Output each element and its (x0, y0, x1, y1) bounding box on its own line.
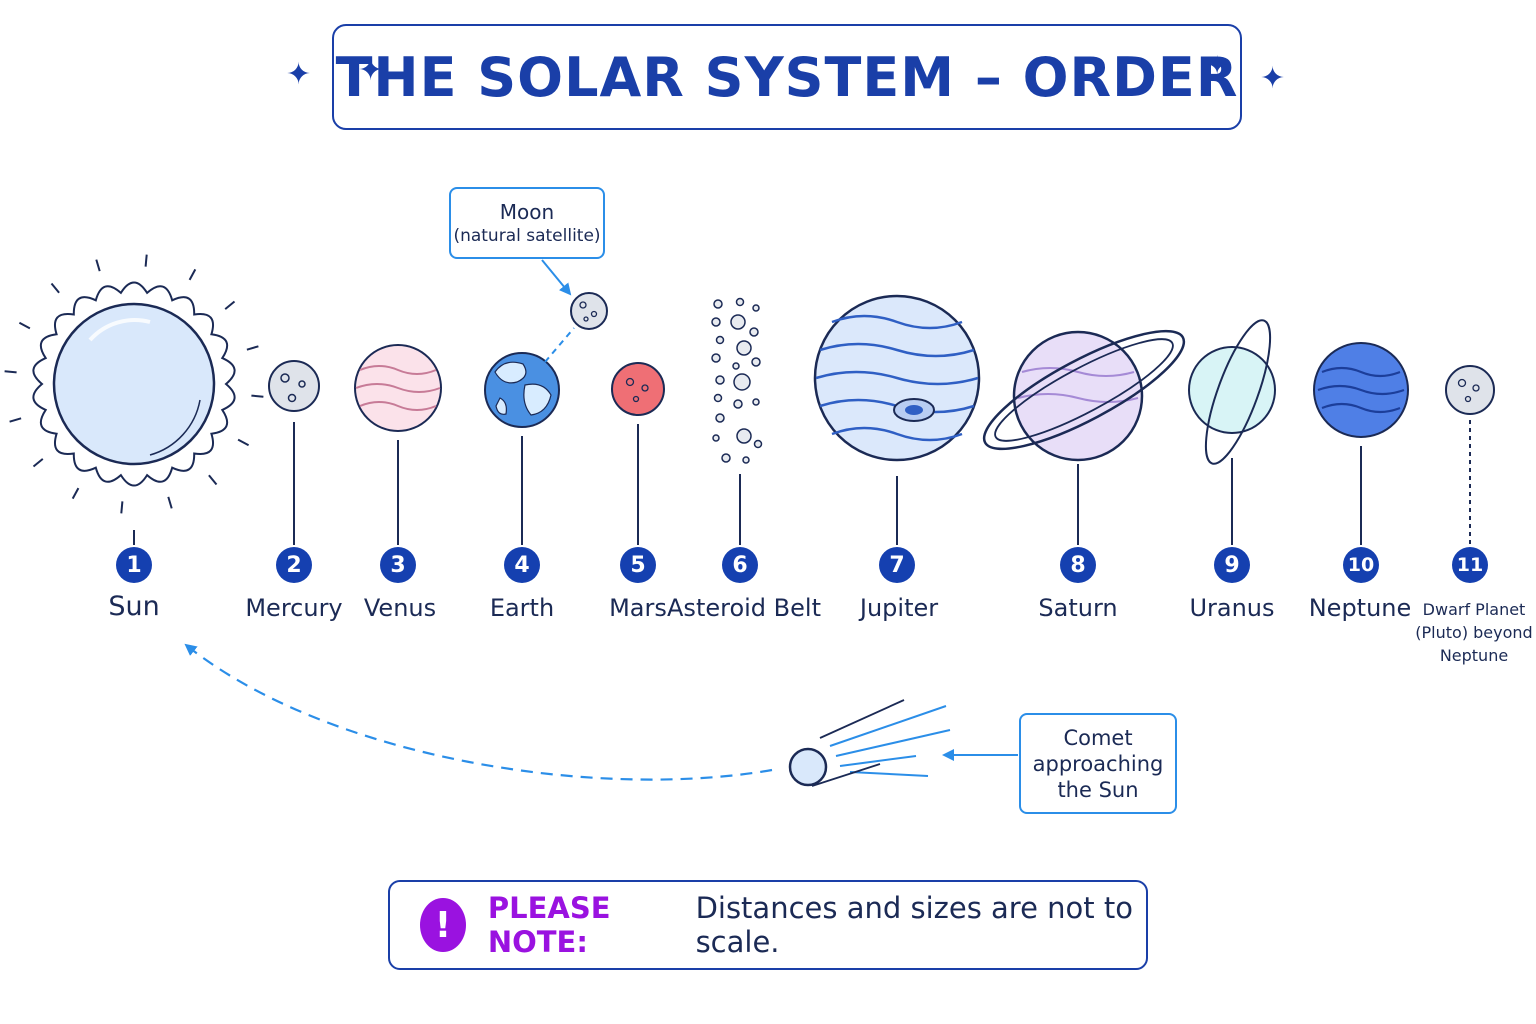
sun-icon (52, 302, 216, 466)
sun-ray (95, 259, 101, 272)
asteroid (733, 373, 751, 391)
label-jupiter: Jupiter (859, 594, 939, 622)
asteroid-belt-icon (711, 297, 763, 464)
mercury-icon (268, 360, 320, 412)
sun-rays (4, 254, 264, 514)
label-saturn: Saturn (1038, 594, 1118, 622)
sun-ray (246, 345, 259, 351)
moon-callout-title: Moon (499, 200, 555, 224)
asteroid (712, 434, 720, 442)
sun-ray (18, 321, 31, 330)
asteroid (733, 399, 743, 409)
asteroid (715, 375, 725, 385)
moon-callout-arrow (541, 259, 572, 296)
title-box: ✦ THE SOLAR SYSTEM – ORDER ✦ (332, 24, 1242, 130)
label-mercury: Mercury (245, 594, 343, 622)
number-badge-neptune: 10 (1343, 547, 1379, 583)
sun-ray (71, 487, 80, 500)
number-badge-mars: 5 (620, 547, 656, 583)
sun-ray (237, 438, 250, 447)
sun-ray (120, 501, 124, 514)
sun-ray (50, 282, 60, 294)
sun-ray-outline (32, 281, 236, 487)
number-badge-pluto: 11 (1452, 547, 1488, 583)
asteroid (715, 413, 725, 423)
comet-callout: Comet approaching the Sun (1019, 713, 1177, 814)
number-badge-uranus: 9 (1214, 547, 1250, 583)
comet-path-arrow (184, 643, 773, 781)
asteroid (711, 317, 721, 327)
number-badge-asteroid-belt: 6 (722, 547, 758, 583)
sun-ray (208, 474, 218, 486)
number-badge-mercury: 2 (276, 547, 312, 583)
label-sun: Sun (108, 591, 160, 622)
saturn-icon (982, 329, 1186, 462)
asteroid (752, 398, 760, 406)
asteroid (749, 327, 759, 337)
note-box: ! PLEASE NOTE: Distances and sizes are n… (388, 880, 1148, 970)
asteroid (730, 314, 746, 330)
note-text: Distances and sizes are not to scale. (695, 891, 1133, 959)
asteroid (711, 353, 721, 363)
asteroid (721, 453, 731, 463)
asteroid (715, 335, 725, 345)
number-badge-earth: 4 (504, 547, 540, 583)
number-badge-jupiter: 7 (879, 547, 915, 583)
sun-ray (167, 496, 173, 509)
neptune-icon (1313, 342, 1409, 438)
asteroid (736, 340, 752, 356)
sun-ray (144, 254, 148, 267)
sun-ray (4, 370, 17, 374)
sparkle-icon: ✦ (358, 54, 384, 87)
label-asteroid-belt: Asteroid Belt (667, 594, 821, 622)
moon-orbit-link (544, 327, 575, 363)
asteroid (753, 439, 763, 449)
asteroid (713, 299, 723, 309)
moon-icon (570, 292, 608, 330)
asteroid (713, 393, 723, 403)
number-badge-saturn: 8 (1060, 547, 1096, 583)
connector-lines (133, 420, 1471, 545)
label-neptune: Neptune (1308, 594, 1412, 622)
label-venus: Venus (363, 594, 437, 622)
label-mars: Mars (609, 594, 667, 622)
uranus-icon (1188, 319, 1276, 465)
sun-ray (188, 268, 197, 281)
note-label: PLEASE NOTE: (487, 891, 611, 959)
sun-ray (224, 300, 236, 310)
asteroid (752, 304, 760, 312)
jupiter-icon (813, 294, 981, 462)
sparkle-icon: ✦ (1206, 50, 1228, 80)
sun-ray (9, 417, 22, 423)
number-badge-sun: 1 (116, 547, 152, 583)
number-badge-venus: 3 (380, 547, 416, 583)
asteroid (736, 428, 752, 444)
sun-ray (32, 458, 44, 468)
earth-icon (484, 352, 560, 428)
asteroid (735, 297, 745, 307)
label-earth: Earth (489, 594, 555, 622)
venus-icon (354, 344, 442, 432)
comet-icon (788, 699, 951, 787)
moon-callout: Moon (natural satellite) (449, 187, 605, 259)
exclamation-icon: ! (420, 898, 466, 952)
label-uranus: Uranus (1189, 594, 1275, 622)
asteroid (751, 357, 761, 367)
sun-ray (251, 394, 264, 398)
asteroid (742, 456, 750, 464)
pluto-icon (1445, 365, 1495, 415)
moon-callout-subtitle: (natural satellite) (453, 226, 601, 246)
mars-icon (611, 362, 665, 416)
sparkle-icon: ✦ (1260, 62, 1286, 95)
page-title: THE SOLAR SYSTEM – ORDER (335, 45, 1239, 109)
sparkle-icon: ✦ (286, 58, 312, 91)
asteroid (732, 362, 740, 370)
label-pluto: Dwarf Planet (Pluto) beyond Neptune (1415, 600, 1533, 665)
